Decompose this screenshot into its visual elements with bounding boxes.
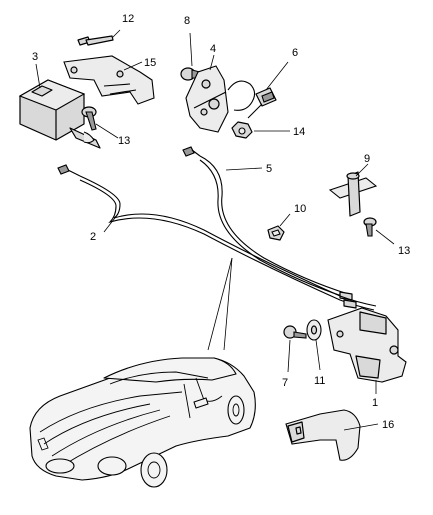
callout-5: 5 [266, 163, 272, 175]
car-pointer-lines [207, 257, 233, 351]
part-1-latch [327, 307, 407, 394]
part-2-cable [57, 164, 377, 311]
part-13-screw-a [81, 106, 119, 139]
part-3-actuator [18, 63, 101, 149]
part-7-bolt [283, 325, 307, 373]
callout-labels: 12 8 4 6 3 15 13 14 5 9 10 2 13 7 11 1 1… [32, 13, 410, 431]
callout-7: 7 [282, 377, 288, 389]
callout-11: 11 [314, 375, 325, 387]
callout-2: 2 [90, 231, 96, 243]
part-16-handle [285, 409, 379, 461]
callout-14: 14 [293, 126, 305, 138]
part-13-screw-b [363, 217, 395, 245]
callout-6: 6 [292, 47, 298, 59]
part-4-latch-plate [185, 54, 229, 133]
callout-15: 15 [144, 57, 156, 69]
callout-13-a: 13 [118, 135, 130, 147]
callout-12: 12 [122, 13, 134, 25]
callout-1: 1 [372, 397, 378, 409]
part-9-striker [328, 163, 378, 217]
callout-4: 4 [210, 43, 216, 55]
car-illustration [29, 357, 256, 488]
part-6-switch [227, 61, 289, 119]
callout-9: 9 [364, 153, 370, 165]
part-8-grommet [180, 32, 201, 81]
part-15-bracket [63, 55, 155, 105]
part-10-clip [267, 213, 291, 241]
callout-8: 8 [184, 15, 190, 27]
part-12-screw [77, 29, 121, 46]
callout-10: 10 [294, 203, 306, 215]
callout-16: 16 [382, 419, 394, 431]
callout-13-b: 13 [398, 245, 410, 257]
part-14-nut [231, 121, 290, 139]
callout-3: 3 [32, 51, 38, 63]
part-11-washer [306, 319, 322, 371]
